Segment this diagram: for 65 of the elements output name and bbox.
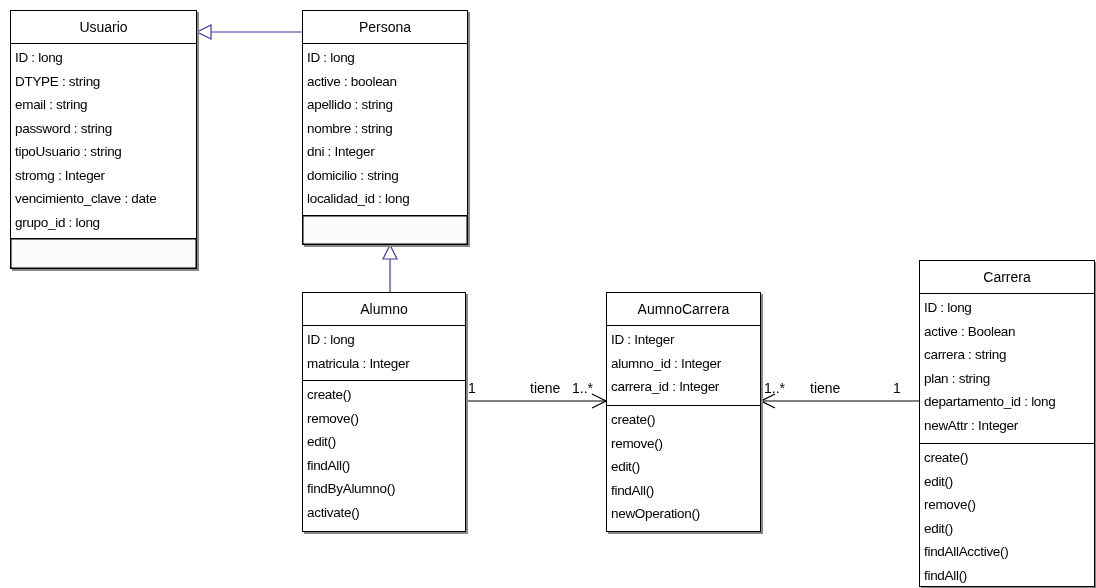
attribute-text: apellido : string — [307, 96, 394, 114]
attribute-text: departamento_id : long — [924, 393, 1057, 411]
operation-text: edit() — [611, 458, 641, 476]
operation-text: activate() — [307, 503, 361, 522]
class-name: Usuario — [79, 17, 128, 37]
attribute-text: stromg : Integer — [15, 166, 106, 185]
association-arrow — [465, 393, 607, 409]
operation-text: findByAlumno() — [307, 480, 397, 498]
operation-text: remove() — [307, 409, 360, 428]
attribute-text: grupo_id : long — [15, 213, 101, 232]
operations-compartment — [303, 216, 467, 244]
attribute-text: password : string — [15, 119, 113, 138]
class-name: Alumno — [360, 299, 408, 319]
attribute-text: ID : long — [307, 49, 356, 67]
class-box — [606, 292, 761, 532]
operation-text: edit() — [924, 519, 954, 538]
attribute-text: newAttr : Integer — [924, 416, 1019, 435]
association-arrow — [760, 393, 920, 409]
attribute-text: matricula : Integer — [307, 354, 411, 373]
attribute-text: plan : string — [924, 369, 991, 388]
multiplicity-label: 1 — [893, 380, 901, 396]
attribute-text: ID : Integer — [611, 331, 676, 349]
attribute-text: ID : long — [15, 49, 64, 67]
attribute-text: vencimiento_clave : date — [15, 190, 158, 208]
operation-text: create() — [611, 411, 657, 429]
class-box — [10, 10, 197, 269]
class-box — [302, 10, 468, 245]
operation-text: create() — [924, 449, 970, 467]
attribute-text: carrera : string — [924, 346, 1008, 364]
attribute-text: nombre : string — [307, 119, 394, 138]
operations-compartment — [11, 239, 196, 268]
attribute-text: localidad_id : long — [307, 190, 411, 208]
attribute-text: domicilio : string — [307, 166, 400, 185]
attribute-text: ID : long — [924, 299, 973, 317]
attribute-text: email : string — [15, 96, 89, 114]
operation-text: edit() — [307, 433, 337, 451]
attribute-text: DTYPE : string — [15, 72, 102, 91]
class-name: Persona — [358, 17, 412, 37]
class-box — [302, 292, 466, 532]
generalization-arrow — [382, 244, 398, 293]
attribute-text: dni : Integer — [307, 143, 376, 161]
operation-text: create() — [307, 386, 353, 404]
edge-label: tiene — [530, 380, 561, 396]
multiplicity-label: 1..* — [572, 380, 593, 396]
operation-text: remove() — [924, 496, 977, 514]
attribute-text: alumno_id : Integer — [611, 354, 722, 373]
operation-text: edit() — [924, 472, 954, 491]
edge-label: tiene — [810, 380, 841, 396]
operation-text: findAllAcctive() — [924, 543, 1010, 561]
class-name: Carrera — [983, 267, 1031, 287]
attribute-text: ID : long — [307, 331, 356, 349]
operation-text: newOperation() — [611, 505, 701, 523]
operation-text: findAll() — [307, 456, 352, 475]
attribute-text: active : boolean — [307, 72, 398, 91]
class-name: AumnoCarrera — [637, 299, 730, 319]
attribute-text: active : Boolean — [924, 322, 1017, 341]
multiplicity-label: 1..* — [764, 380, 785, 396]
multiplicity-label: 1 — [468, 380, 476, 396]
attribute-text: tipoUsuario : string — [15, 143, 123, 161]
operation-text: findAll() — [611, 481, 656, 500]
generalization-arrow — [196, 24, 303, 40]
operation-text: remove() — [611, 434, 664, 453]
operation-text: findAll() — [924, 566, 969, 585]
attribute-text: carrera_id : Integer — [611, 378, 721, 396]
class-box — [919, 260, 1095, 587]
